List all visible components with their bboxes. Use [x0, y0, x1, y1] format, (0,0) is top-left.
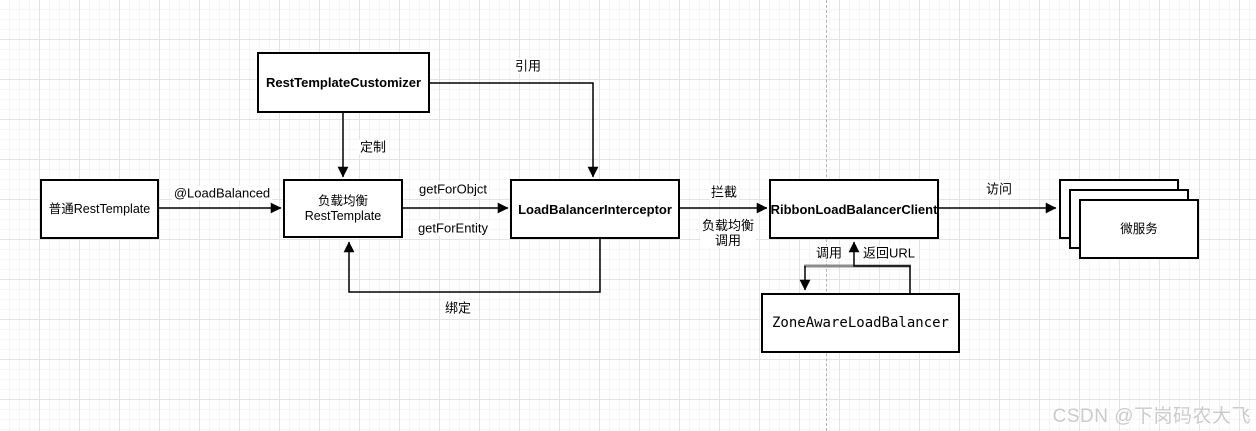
node-lb-rest-template-label-line1: 负载均衡 [317, 193, 368, 208]
node-zone-aware-load-balancer: ZoneAwareLoadBalancer [761, 293, 960, 353]
node-lb-rest-template: 负载均衡 RestTemplate [283, 179, 403, 238]
node-plain-rest-template: 普通RestTemplate [40, 179, 159, 239]
edge-label-lb-call-line2: 调用 [714, 233, 742, 248]
edge-label-visit: 访问 [983, 181, 1015, 197]
node-ribbon-load-balancer-client-label: RibbonLoadBalancerClient [770, 201, 938, 217]
node-load-balancer-interceptor-label: LoadBalancerInterceptor [518, 201, 672, 217]
edge-return-url [848, 241, 911, 293]
edge-label-reference: 引用 [512, 58, 544, 74]
node-load-balancer-interceptor: LoadBalancerInterceptor [510, 179, 680, 239]
edge-label-customize: 定制 [357, 139, 389, 155]
node-microservice: 微服务 [1079, 199, 1199, 259]
node-rest-template-customizer: RestTemplateCustomizer [257, 52, 430, 113]
csdn-watermark: CSDN @下岗码农大飞 [1052, 406, 1251, 427]
edge-label-getforobjct: getForObjct [417, 181, 489, 197]
node-microservice-label: 微服务 [1120, 221, 1158, 236]
node-ribbon-load-balancer-client: RibbonLoadBalancerClient [769, 179, 939, 239]
edge-label-lb-call: 负载均衡 调用 [699, 218, 757, 248]
node-zone-aware-load-balancer-label: ZoneAwareLoadBalancer [771, 314, 949, 331]
edge-label-call: 调用 [813, 245, 845, 261]
edge-label-loadbalanced: @LoadBalanced [171, 185, 273, 201]
edge-bind [343, 239, 601, 293]
edge-label-bind: 绑定 [442, 300, 474, 316]
node-rest-template-customizer-label: RestTemplateCustomizer [265, 75, 422, 90]
edge-label-return-url: 返回URL [860, 245, 918, 261]
edge-label-intercept: 拦截 [708, 184, 740, 200]
edge-reference [430, 82, 599, 178]
node-plain-rest-template-label: 普通RestTemplate [48, 201, 151, 216]
edge-label-lb-call-line1: 负载均衡 [701, 218, 755, 233]
node-lb-rest-template-label-line2: RestTemplate [304, 208, 382, 223]
edge-label-getforentity: getForEntity [415, 220, 491, 236]
